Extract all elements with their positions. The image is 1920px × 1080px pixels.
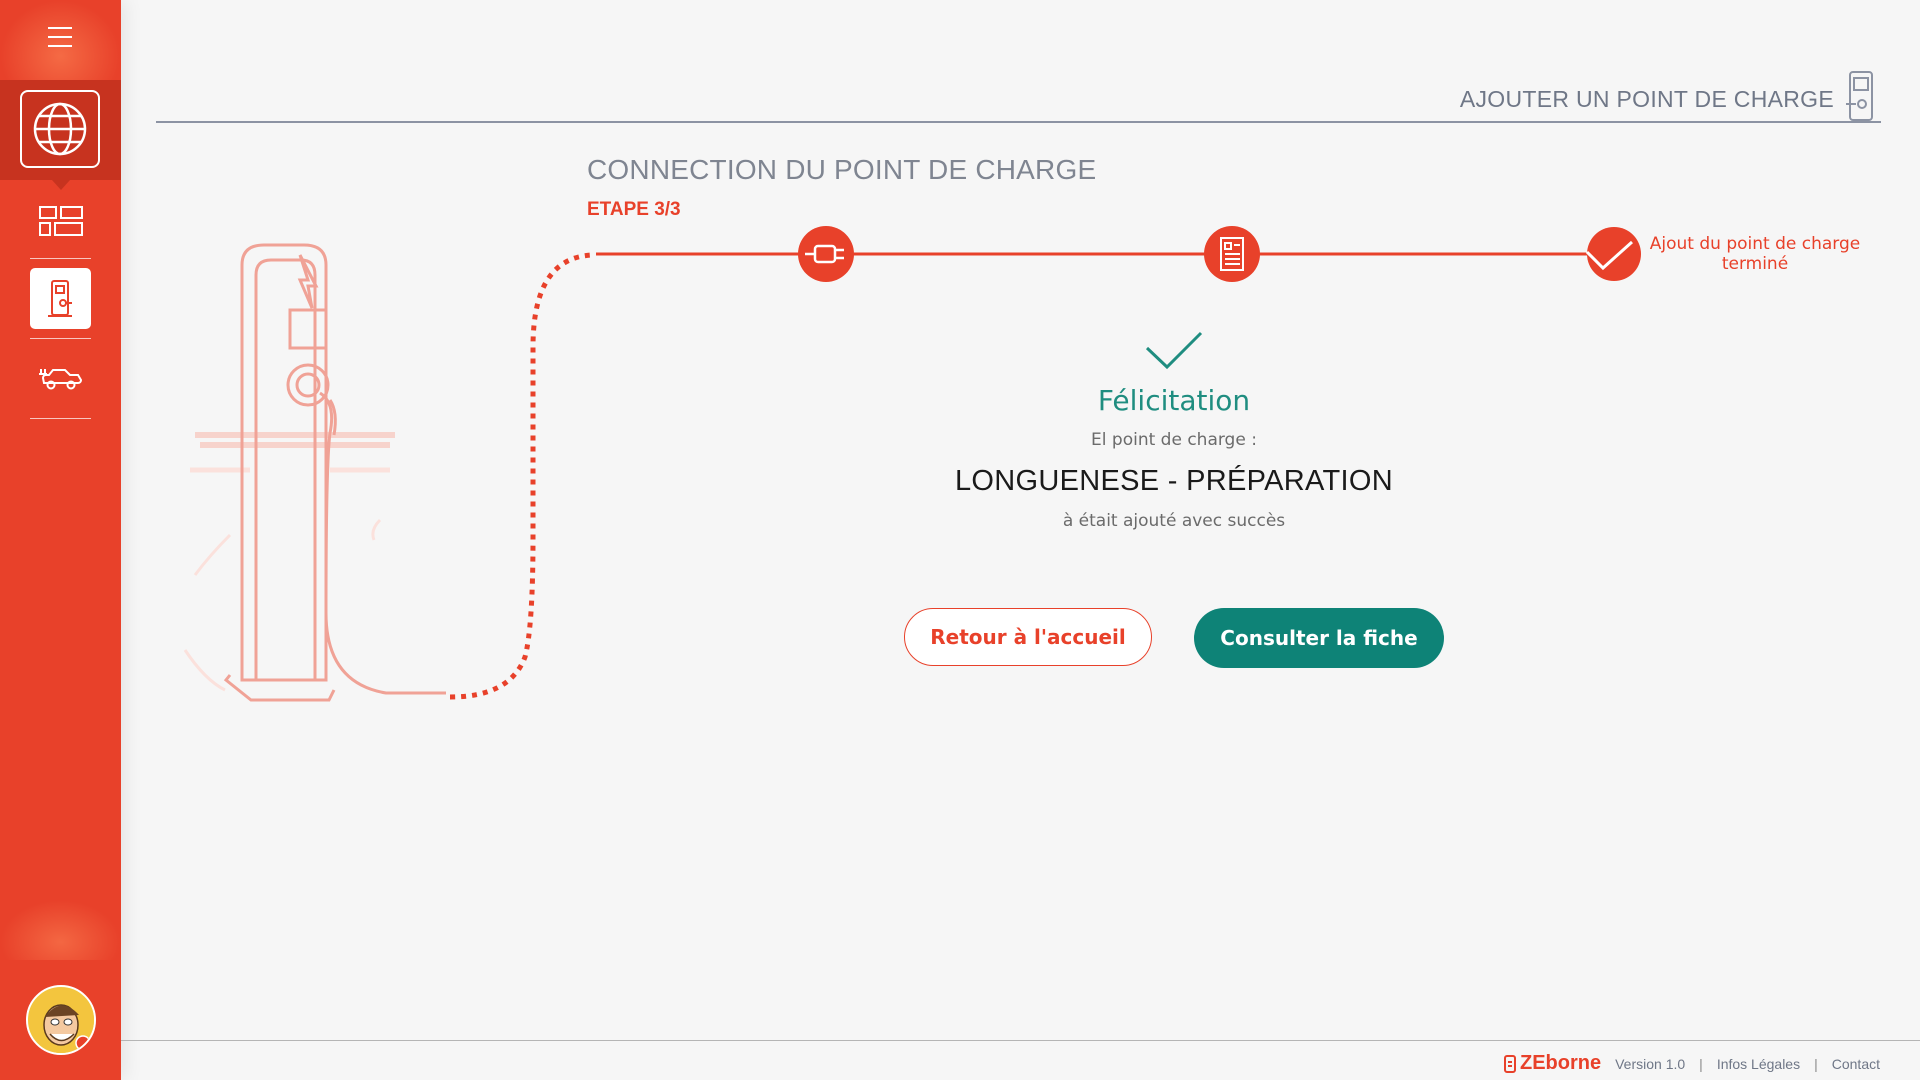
sidebar-divider — [30, 418, 91, 419]
charging-station-icon — [47, 279, 72, 317]
footer-separator: | — [1699, 1055, 1703, 1072]
wizard-step-indicator: ETAPE 3/3 — [587, 199, 681, 220]
ev-car-icon — [38, 368, 82, 389]
step-3-label: Ajout du point de charge terminé — [1649, 234, 1861, 274]
brand-plug-icon — [1503, 1054, 1516, 1073]
sidebar — [0, 0, 121, 1080]
sidebar-glow — [0, 900, 121, 960]
brand-logo: ZEborne — [1503, 1052, 1602, 1075]
globe-icon — [33, 102, 87, 156]
sidebar-item-map[interactable] — [20, 90, 100, 168]
sidebar-divider — [30, 258, 91, 259]
view-sheet-button[interactable]: Consulter la fiche — [1194, 608, 1444, 668]
legal-link[interactable]: Infos Légales — [1716, 1055, 1801, 1072]
hamburger-menu-icon[interactable] — [44, 27, 76, 55]
step-2-form — [1204, 226, 1260, 282]
plug-icon — [805, 244, 844, 264]
checkmark-icon — [1585, 240, 1634, 271]
success-title: Félicitation — [1097, 384, 1251, 417]
success-suffix: à était ajouté avec succès — [1062, 511, 1286, 531]
step-3-done — [1585, 227, 1641, 281]
success-check-icon — [1145, 331, 1203, 370]
charging-station-icon — [1844, 71, 1878, 123]
progress-tracker — [183, 226, 1641, 702]
page-title: AJOUTER UN POINT DE CHARGE — [1459, 86, 1834, 112]
charging-station-illustration — [183, 243, 446, 702]
step-1-plug — [798, 226, 854, 282]
success-prefix: El point de charge : — [1091, 430, 1257, 450]
footer: ZEborne Version 1.0 | Infos Légales | Co… — [1503, 1052, 1880, 1075]
app-version: Version 1.0 — [1615, 1055, 1686, 1072]
wizard-title: CONNECTION DU POINT DE CHARGE — [587, 154, 1097, 185]
brand-name: ZEborne — [1519, 1052, 1602, 1074]
sidebar-item-vehicles[interactable] — [30, 348, 91, 409]
sidebar-divider — [30, 338, 91, 339]
dashboard-icon — [38, 205, 83, 236]
station-name: LONGUENESE - PRÉPARATION — [955, 465, 1393, 497]
sidebar-item-charging-points[interactable] — [30, 268, 91, 329]
sidebar-glow — [0, 0, 121, 80]
footer-separator: | — [1814, 1055, 1818, 1072]
user-avatar-icon — [30, 989, 94, 1053]
back-home-button[interactable]: Retour à l'accueil — [904, 608, 1152, 666]
form-icon — [1220, 237, 1244, 271]
avatar[interactable] — [26, 985, 96, 1055]
sidebar-item-dashboard[interactable] — [30, 190, 91, 251]
header-divider — [156, 121, 1881, 123]
contact-link[interactable]: Contact — [1831, 1055, 1880, 1072]
footer-divider — [121, 1040, 1920, 1041]
